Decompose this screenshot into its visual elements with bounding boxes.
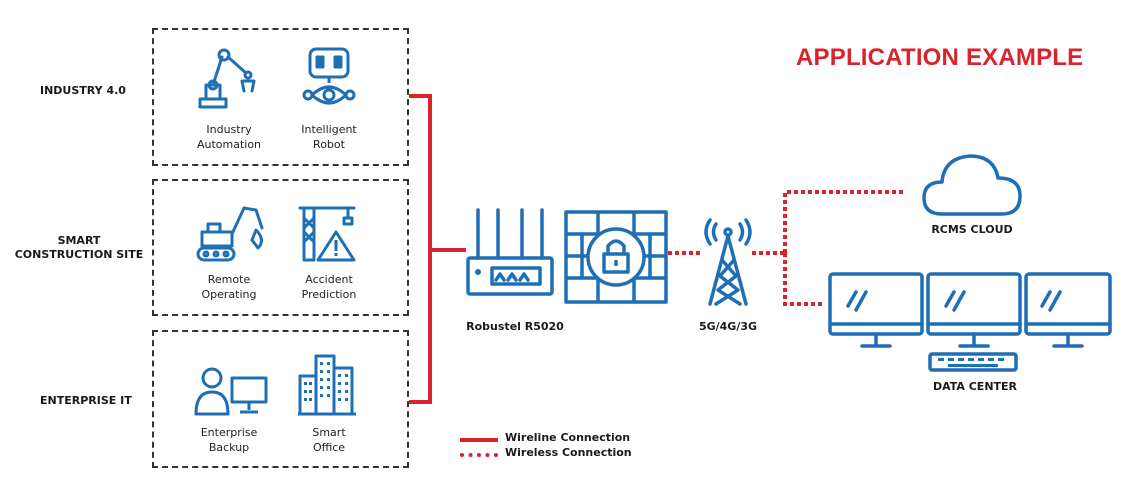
group-box-construction	[152, 179, 409, 316]
legend-wireless-swatch	[460, 453, 498, 457]
monitors-icon	[828, 272, 1112, 372]
legend-wireless-label: Wireless Connection	[505, 446, 632, 459]
caption-line: Industry	[206, 123, 252, 136]
excavator-icon	[196, 206, 264, 262]
cloud-label: RCMS CLOUD	[931, 223, 1013, 236]
caption-line: Automation	[196, 138, 262, 151]
office-buildings-icon	[298, 354, 356, 416]
group-box-enterprise	[152, 330, 409, 468]
caption-line: Remote	[207, 273, 251, 286]
caption-industry-automation: Industry Automation	[174, 122, 284, 152]
group-label-smart-line1: SMART	[57, 234, 101, 247]
legend-wireline-label: Wireline Connection	[505, 431, 631, 444]
robot-head-icon	[302, 47, 356, 105]
caption-line: Operating	[201, 288, 257, 301]
caption-line: Prediction	[301, 288, 357, 301]
datacenter-label: DATA CENTER	[932, 380, 1018, 393]
caption-enterprise-backup: Enterprise Backup	[174, 425, 284, 455]
group-label-industry: INDUSTRY 4.0	[40, 84, 126, 97]
user-computer-icon	[194, 367, 268, 416]
cloud-icon	[922, 154, 1022, 216]
caption-smart-office: Smart Office	[274, 425, 384, 455]
caption-line: Intelligent	[301, 123, 357, 136]
caption-line: Enterprise	[200, 426, 258, 439]
caption-accident-prediction: Accident Prediction	[274, 272, 384, 302]
legend-wireline-swatch	[460, 438, 498, 442]
wireless-to-datacenter	[783, 253, 822, 306]
caption-line: Accident	[305, 273, 353, 286]
group-label-enterprise: ENTERPRISE IT	[40, 394, 132, 407]
caption-line: Office	[312, 441, 346, 454]
caption-line: Smart	[312, 426, 346, 439]
router-icon	[466, 208, 554, 296]
wireline-bracket	[409, 94, 432, 404]
group-label-smart-construction: SMART CONSTRUCTION SITE	[14, 234, 144, 262]
caption-line: Robot	[313, 138, 345, 151]
crane-warning-icon	[298, 206, 356, 262]
group-label-smart-line2: CONSTRUCTION SITE	[14, 248, 144, 261]
wireless-to-cloud	[783, 190, 906, 253]
caption-line: Backup	[208, 441, 250, 454]
group-box-industry	[152, 28, 409, 166]
tower-label: 5G/4G/3G	[698, 320, 758, 333]
cell-tower-icon	[704, 218, 752, 306]
robot-arm-icon	[198, 48, 256, 109]
diagram-title: APPLICATION EXAMPLE	[796, 44, 1084, 71]
caption-remote-operating: Remote Operating	[174, 272, 284, 302]
firewall-lock-icon	[564, 210, 668, 304]
caption-intelligent-robot: Intelligent Robot	[274, 122, 384, 152]
router-label: Robustel R5020	[466, 320, 564, 333]
